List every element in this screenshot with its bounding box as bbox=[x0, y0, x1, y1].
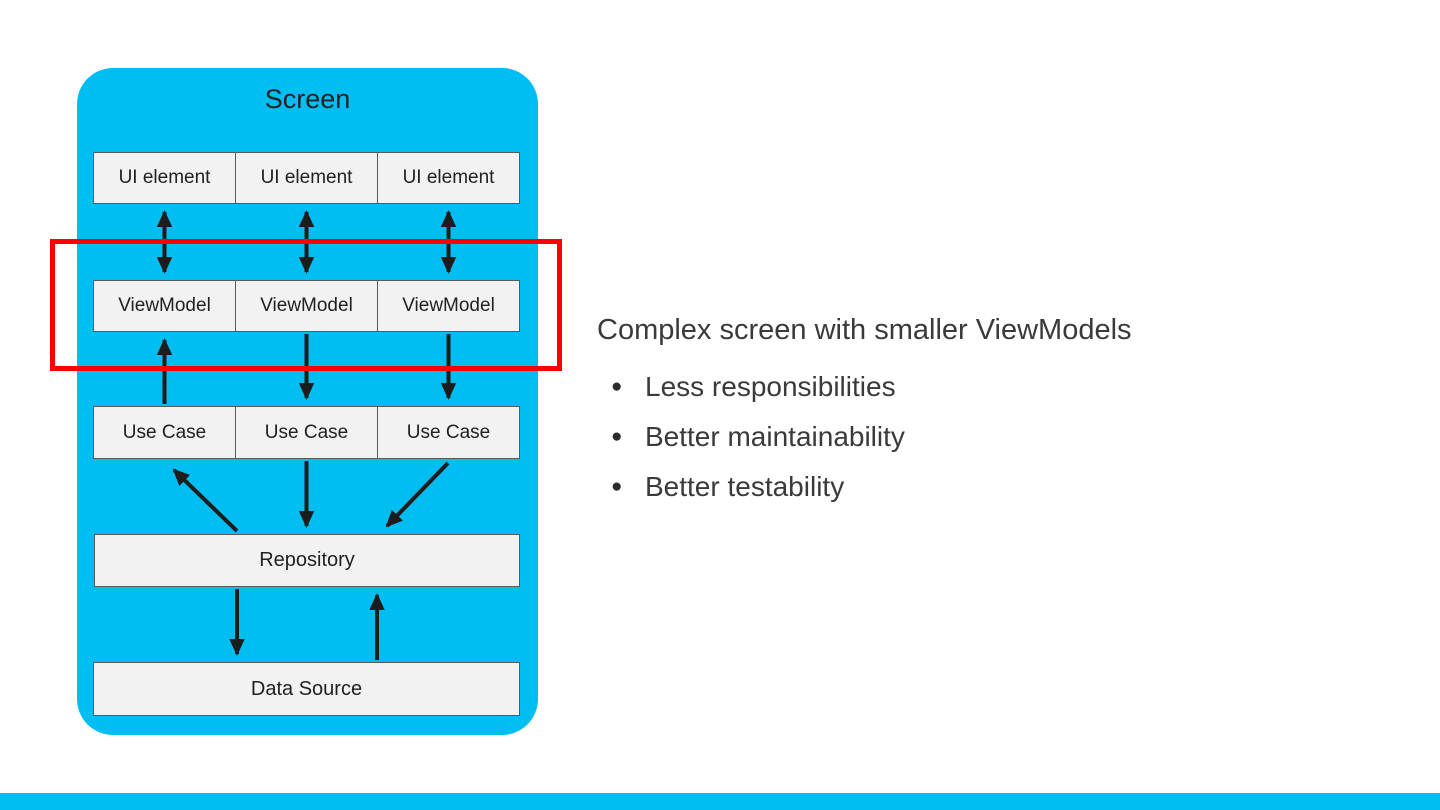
bottom-accent-bar bbox=[0, 793, 1440, 810]
use-case-box-1: Use Case bbox=[93, 406, 236, 459]
data-source-box: Data Source bbox=[93, 662, 520, 716]
bullet-text: Better maintainability bbox=[645, 421, 905, 452]
viewmodel-box-3: ViewModel bbox=[377, 280, 520, 332]
ui-element-box-2: UI element bbox=[235, 152, 378, 204]
notes-block: Complex screen with smaller ViewModels ●… bbox=[597, 312, 1317, 512]
use-case-box-3: Use Case bbox=[377, 406, 520, 459]
ui-element-box-3: UI element bbox=[377, 152, 520, 204]
bullet-text: Better testability bbox=[645, 471, 845, 502]
bullet-item-1: ● Less responsibilities bbox=[597, 362, 1317, 412]
bullet-dot-icon: ● bbox=[611, 476, 623, 497]
ui-element-box-1: UI element bbox=[93, 152, 236, 204]
bullet-dot-icon: ● bbox=[611, 376, 623, 397]
repository-box: Repository bbox=[94, 534, 520, 587]
bullet-dot-icon: ● bbox=[611, 426, 623, 447]
use-case-box-2: Use Case bbox=[235, 406, 378, 459]
bullet-item-2: ● Better maintainability bbox=[597, 412, 1317, 462]
viewmodel-box-1: ViewModel bbox=[93, 280, 236, 332]
notes-title: Complex screen with smaller ViewModels bbox=[597, 314, 1132, 346]
bullet-text: Less responsibilities bbox=[645, 371, 896, 402]
bullet-item-3: ● Better testability bbox=[597, 462, 1317, 512]
screen-panel-title: Screen bbox=[264, 84, 351, 114]
viewmodel-highlight-box bbox=[50, 239, 562, 371]
